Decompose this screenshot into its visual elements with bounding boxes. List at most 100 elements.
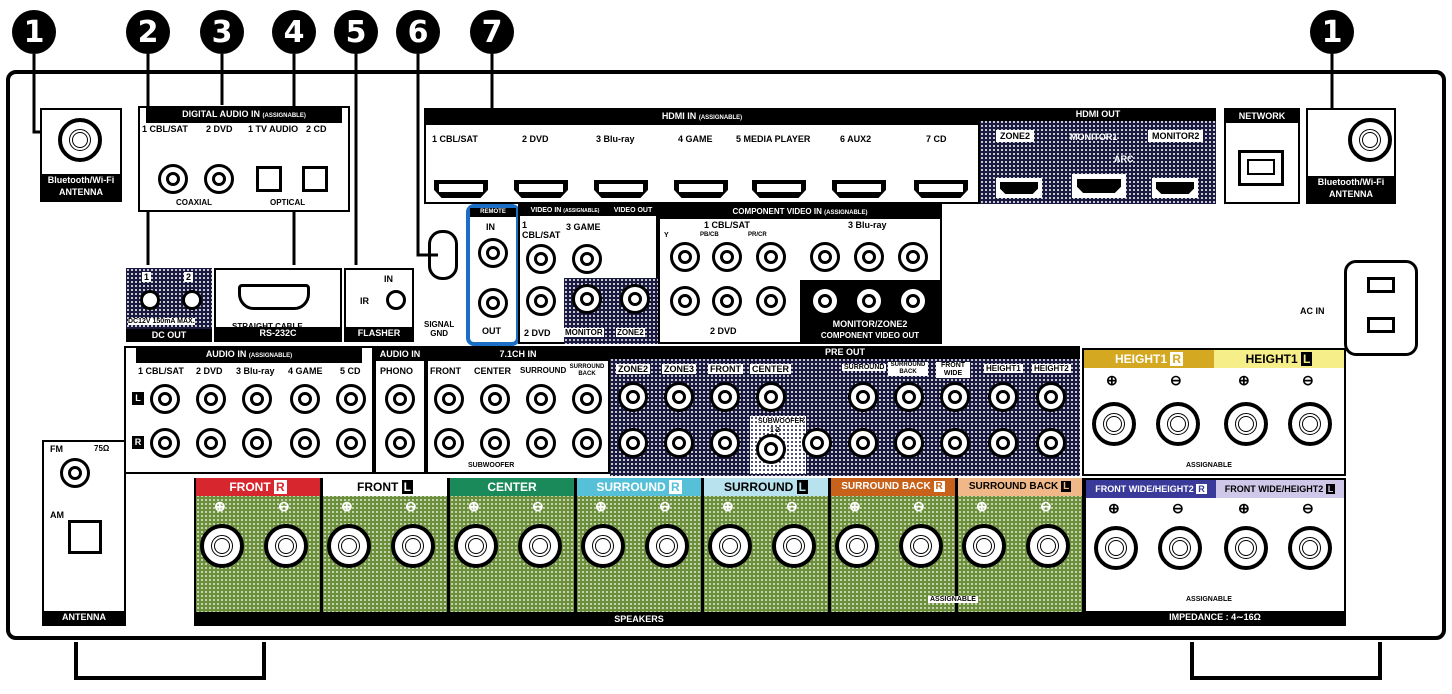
- fwr-neg-terminal[interactable]: [1158, 526, 1202, 570]
- speaker-neg-terminal[interactable]: [645, 524, 689, 568]
- hdmi-in-port-1[interactable]: [434, 180, 488, 198]
- speaker-neg-terminal[interactable]: [1026, 524, 1070, 568]
- speaker-pos-terminal[interactable]: [454, 524, 498, 568]
- hdmi-out-port-zone2[interactable]: [1000, 182, 1038, 194]
- speaker-neg-terminal[interactable]: [518, 524, 562, 568]
- pre-zone2-l[interactable]: [618, 382, 648, 412]
- remote-in-jack[interactable]: [478, 238, 508, 268]
- audio-in-1-r[interactable]: [150, 428, 180, 458]
- phono-l[interactable]: [385, 384, 415, 414]
- optical-jack-1[interactable]: [256, 166, 282, 192]
- comp-in-dvd-pb[interactable]: [712, 286, 742, 316]
- video-out-monitor-jack[interactable]: [572, 284, 602, 314]
- speaker-pos-terminal[interactable]: [327, 524, 371, 568]
- flasher-jack[interactable]: [386, 290, 406, 310]
- audio-in-4-r[interactable]: [290, 428, 320, 458]
- am-terminal[interactable]: [68, 520, 102, 554]
- pre-front-l[interactable]: [710, 382, 740, 412]
- phono-r[interactable]: [385, 428, 415, 458]
- ch71-surround-l[interactable]: [526, 384, 556, 414]
- comp-in-bd-pr[interactable]: [898, 242, 928, 272]
- pre-zone2-r[interactable]: [618, 428, 648, 458]
- audio-in-3-l[interactable]: [242, 384, 272, 414]
- pre-front-r[interactable]: [710, 428, 740, 458]
- h1l-neg-terminal[interactable]: [1288, 402, 1332, 446]
- ethernet-port[interactable]: [1238, 150, 1284, 186]
- ch71-sb-l[interactable]: [572, 384, 602, 414]
- audio-in-4-l[interactable]: [290, 384, 320, 414]
- pre-zone3-l[interactable]: [664, 382, 694, 412]
- hdmi-out-port-monitor2[interactable]: [1156, 182, 1194, 194]
- ch71-front-r[interactable]: [434, 428, 464, 458]
- hdmi-out-port-monitor1[interactable]: [1077, 179, 1121, 193]
- comp-out-pb[interactable]: [854, 286, 884, 316]
- video-in-jack-2[interactable]: [526, 286, 556, 316]
- fwr-pos-terminal[interactable]: [1094, 526, 1138, 570]
- h1r-neg-terminal[interactable]: [1156, 402, 1200, 446]
- speaker-neg-terminal[interactable]: [899, 524, 943, 568]
- hdmi-in-port-2[interactable]: [514, 180, 568, 198]
- h1r-pos-terminal[interactable]: [1092, 402, 1136, 446]
- pre-zone3-r[interactable]: [664, 428, 694, 458]
- ch71-sub[interactable]: [480, 428, 510, 458]
- pre-sub-1[interactable]: [756, 434, 786, 464]
- antenna-connector[interactable]: [58, 118, 102, 162]
- ch71-front-l[interactable]: [434, 384, 464, 414]
- hdmi-in-port-4[interactable]: [674, 180, 728, 198]
- pre-h1-l[interactable]: [988, 382, 1018, 412]
- speaker-pos-terminal[interactable]: [962, 524, 1006, 568]
- antenna-connector-right[interactable]: [1348, 118, 1392, 162]
- audio-in-5-l[interactable]: [336, 384, 366, 414]
- fwl-neg-terminal[interactable]: [1288, 526, 1332, 570]
- pre-surround-l[interactable]: [848, 382, 878, 412]
- speaker-neg-terminal[interactable]: [391, 524, 435, 568]
- pre-sb-l[interactable]: [894, 382, 924, 412]
- rs232c-port[interactable]: [238, 284, 310, 310]
- video-in-jack-3[interactable]: [572, 244, 602, 274]
- pre-center[interactable]: [756, 382, 786, 412]
- video-out-zone2-jack[interactable]: [620, 284, 650, 314]
- audio-in-2-r[interactable]: [196, 428, 226, 458]
- hdmi-in-port-6[interactable]: [832, 180, 886, 198]
- pre-sub-2[interactable]: [802, 428, 832, 458]
- speaker-pos-terminal[interactable]: [835, 524, 879, 568]
- ch71-center-j[interactable]: [480, 384, 510, 414]
- speaker-pos-terminal[interactable]: [581, 524, 625, 568]
- pre-h1-r[interactable]: [988, 428, 1018, 458]
- coaxial-jack-1[interactable]: [158, 164, 188, 194]
- pre-h2-r[interactable]: [1036, 428, 1066, 458]
- video-in-jack-1[interactable]: [526, 244, 556, 274]
- coaxial-jack-2[interactable]: [204, 164, 234, 194]
- signal-gnd-terminal[interactable]: [428, 230, 458, 280]
- pre-surround-r[interactable]: [848, 428, 878, 458]
- pre-sb-r[interactable]: [894, 428, 924, 458]
- comp-in-dvd-pr[interactable]: [756, 286, 786, 316]
- comp-in-dvd-y[interactable]: [670, 286, 700, 316]
- speaker-neg-terminal[interactable]: [264, 524, 308, 568]
- fwl-pos-terminal[interactable]: [1224, 526, 1268, 570]
- audio-in-3-r[interactable]: [242, 428, 272, 458]
- comp-in-bd-y[interactable]: [810, 242, 840, 272]
- comp-in-bd-pb[interactable]: [854, 242, 884, 272]
- remote-out-jack[interactable]: [478, 288, 508, 318]
- dc-out-jack-1[interactable]: [140, 290, 160, 310]
- comp-out-y[interactable]: [810, 286, 840, 316]
- audio-in-1-l[interactable]: [150, 384, 180, 414]
- hdmi-in-port-7[interactable]: [914, 180, 968, 198]
- pre-fw-r[interactable]: [940, 428, 970, 458]
- pre-fw-l[interactable]: [940, 382, 970, 412]
- audio-in-5-r[interactable]: [336, 428, 366, 458]
- ch71-sb-r[interactable]: [572, 428, 602, 458]
- ac-in-socket[interactable]: [1344, 260, 1418, 356]
- pre-h2-l[interactable]: [1036, 382, 1066, 412]
- comp-in-cbl-pb[interactable]: [712, 242, 742, 272]
- hdmi-in-port-3[interactable]: [594, 180, 648, 198]
- comp-out-pr[interactable]: [898, 286, 928, 316]
- dc-out-jack-2[interactable]: [182, 290, 202, 310]
- audio-in-2-l[interactable]: [196, 384, 226, 414]
- hdmi-in-port-5[interactable]: [752, 180, 806, 198]
- comp-in-cbl-y[interactable]: [670, 242, 700, 272]
- h1l-pos-terminal[interactable]: [1224, 402, 1268, 446]
- speaker-neg-terminal[interactable]: [772, 524, 816, 568]
- optical-jack-2[interactable]: [302, 166, 328, 192]
